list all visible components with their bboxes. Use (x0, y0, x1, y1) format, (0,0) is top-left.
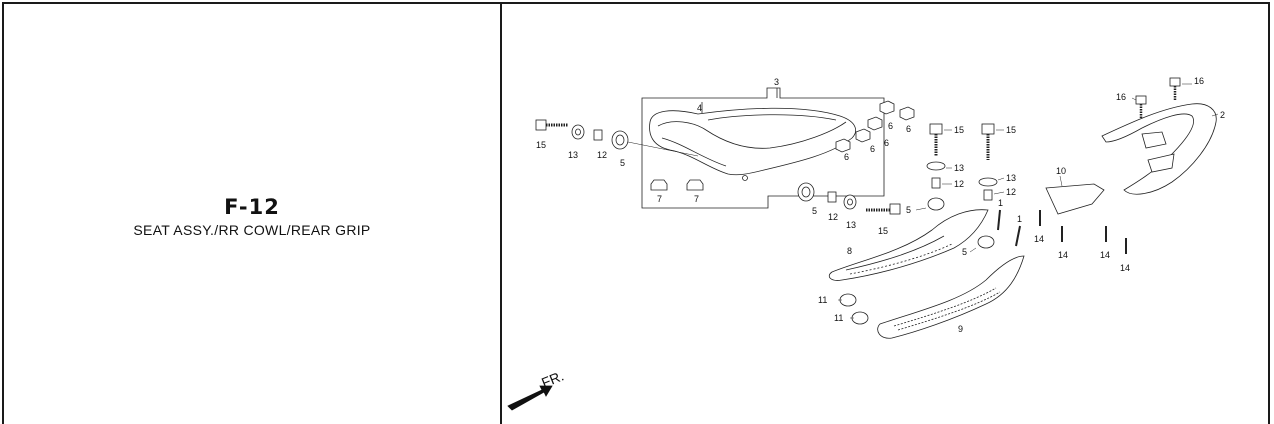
parts-diagram: 3 4 6 6 6 6 6 15 13 12 5 7 7 5 12 13 15 … (502, 4, 1270, 424)
callout-9: 9 (958, 324, 963, 334)
callout-13: 13 (846, 220, 856, 230)
callout-11: 11 (818, 295, 827, 305)
callout-11: 11 (834, 313, 843, 323)
front-arrow-icon (507, 385, 553, 411)
pin-1b (1015, 225, 1021, 247)
exploded-view-svg: 3 4 6 6 6 6 6 15 13 12 5 7 7 5 12 13 15 … (507, 76, 1225, 411)
callout-15: 15 (954, 125, 964, 135)
callout-14: 14 (1100, 250, 1110, 260)
callout-13: 13 (1006, 173, 1016, 183)
spacers-7 (650, 179, 704, 191)
callout-12: 12 (828, 212, 838, 222)
center-fastener-set (797, 182, 901, 215)
callout-5: 5 (906, 205, 911, 215)
callout-3: 3 (774, 77, 779, 87)
callout-1: 1 (1017, 214, 1022, 224)
left-fastener-set (535, 119, 699, 157)
leader-lines (838, 83, 1219, 319)
callout-13: 13 (568, 150, 578, 160)
callout-15: 15 (1006, 125, 1016, 135)
bolt-stack-left (926, 123, 946, 211)
callout-5: 5 (620, 158, 625, 168)
callout-6: 6 (888, 121, 893, 131)
callout-12: 12 (1006, 187, 1016, 197)
bolt-16a (1135, 95, 1147, 105)
section-name: SEAT ASSY./RR COWL/REAR GRIP (133, 222, 371, 238)
rear-grip (1101, 103, 1217, 195)
callout-14: 14 (1120, 263, 1130, 273)
callout-1: 1 (998, 198, 1003, 208)
pin-1a (997, 209, 1001, 231)
grommet-11a (839, 293, 857, 307)
callout-2: 2 (1220, 110, 1225, 120)
callout-12: 12 (954, 179, 964, 189)
section-code: F-12 (224, 195, 280, 219)
callout-7: 7 (657, 194, 662, 204)
callout-labels: 3 4 6 6 6 6 6 15 13 12 5 7 7 5 12 13 15 … (536, 76, 1225, 334)
bolt-16b (1169, 77, 1181, 87)
callout-5: 5 (812, 206, 817, 216)
front-direction-label: FR. (539, 367, 566, 390)
callout-10: 10 (1056, 166, 1066, 176)
seat-bumpers (835, 100, 915, 153)
callout-13: 13 (954, 163, 964, 173)
callout-15: 15 (536, 140, 546, 150)
callout-12: 12 (597, 150, 607, 160)
screws-14 (1039, 210, 1127, 254)
callout-15: 15 (878, 226, 888, 236)
callout-6: 6 (844, 152, 849, 162)
callout-4: 4 (697, 103, 702, 113)
callout-14: 14 (1034, 234, 1044, 244)
callout-6: 6 (906, 124, 911, 134)
rear-cowl-right (877, 255, 1025, 339)
callout-6: 6 (884, 138, 889, 148)
callout-8: 8 (847, 246, 852, 256)
callout-14: 14 (1058, 250, 1068, 260)
callout-7: 7 (694, 194, 699, 204)
rear-cowl-left (828, 209, 989, 281)
callout-5: 5 (962, 247, 967, 257)
bolt-stack-right (977, 123, 998, 249)
grommet-11b (851, 311, 869, 325)
panel-divider (500, 2, 502, 424)
center-cover (1045, 183, 1105, 215)
callout-6: 6 (870, 144, 875, 154)
seat-assy-bracket (641, 87, 885, 209)
seat-part (649, 102, 856, 181)
callout-16: 16 (1194, 76, 1204, 86)
callout-16: 16 (1116, 92, 1126, 102)
section-title-panel: F-12 SEAT ASSY./RR COWL/REAR GRIP (4, 195, 500, 238)
